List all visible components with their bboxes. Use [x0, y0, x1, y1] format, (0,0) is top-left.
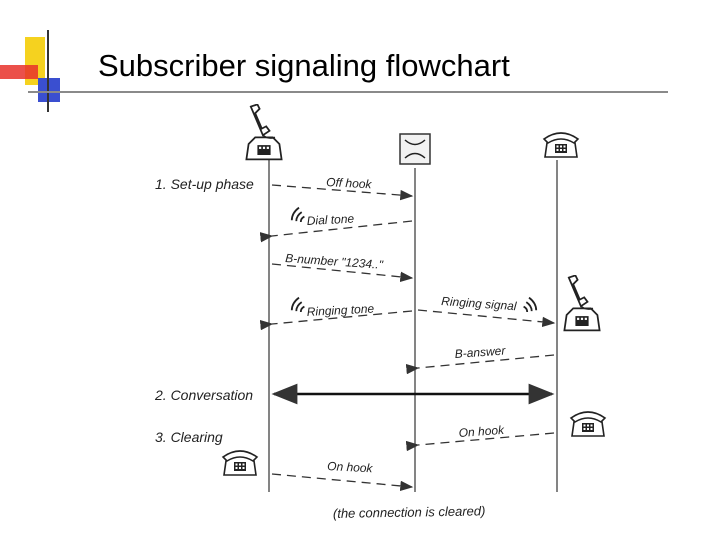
ringing-tone-sound-icon [290, 296, 306, 312]
signaling-diagram: 1. Set-up phase 2. Conversation 3. Clear… [154, 104, 606, 521]
slide-title: Subscriber signaling flowchart [98, 48, 510, 83]
arrow-b-answer [405, 354, 555, 375]
exchange-icon [399, 133, 431, 165]
phase-clearing-label: 3. Clearing [155, 429, 223, 445]
ringing-signal-sound-icon [522, 296, 538, 312]
arrow-on-hook-a [271, 473, 414, 492]
arrow-ringing-tone [259, 310, 413, 331]
label-ringing-signal: Ringing signal [441, 294, 518, 313]
slide-logo [0, 30, 90, 112]
phone-b-onhook-icon [570, 411, 606, 437]
label-b-answer: B-answer [454, 343, 507, 361]
phone-b-ringing-icon [563, 275, 601, 332]
arrow-ringing-signal [417, 309, 556, 328]
title-divider [28, 91, 668, 93]
arrow-off-hook [271, 184, 414, 201]
arrow-on-hook-b [405, 432, 555, 452]
label-ringing-tone: Ringing tone [306, 301, 374, 319]
phase-setup-label: 1. Set-up phase [155, 176, 254, 192]
arrow-b-number [271, 263, 414, 283]
dial-tone-sound-icon [290, 206, 306, 222]
phone-a-offhook-icon [245, 104, 283, 161]
label-off-hook: Off hook [326, 175, 373, 191]
label-on-hook-a: On hook [327, 459, 374, 475]
phase-conversation-label: 2. Conversation [154, 387, 253, 403]
label-b-number: B-number "1234.." [285, 251, 384, 272]
label-dial-tone: Dial tone [306, 212, 354, 228]
phone-a-onhook-icon [222, 450, 258, 476]
label-connection-cleared: (the connection is cleared) [333, 503, 486, 521]
phone-b-idle-icon [543, 132, 579, 158]
arrow-dial-tone [259, 220, 413, 243]
label-on-hook-b: On hook [458, 423, 505, 440]
